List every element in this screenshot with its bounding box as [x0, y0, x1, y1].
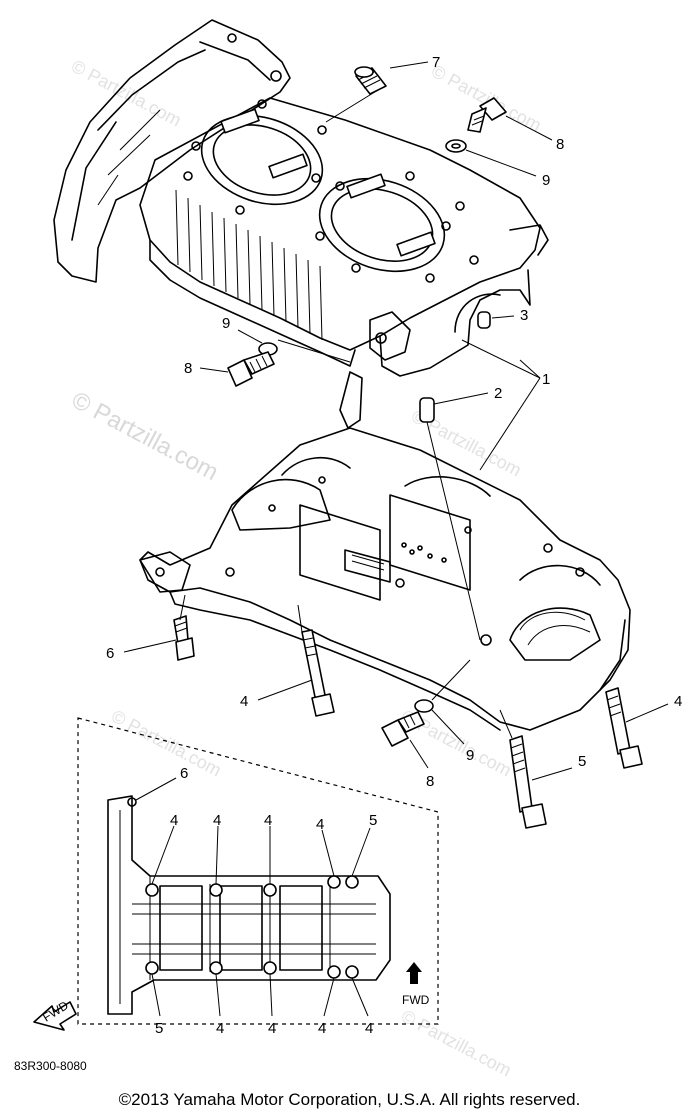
watermark-main: © Partzilla.com [67, 386, 222, 486]
part-8-bolt-lower [381, 711, 429, 769]
part-1-leader [461, 339, 541, 471]
watermark-repeat-6: © Partzilla.com [398, 1006, 514, 1081]
watermark-repeat-2: © Partzilla.com [428, 61, 544, 136]
part-7-plug [325, 61, 429, 123]
callout-5: 5 [578, 753, 586, 770]
inset-label-6: 6 [180, 765, 188, 782]
upper-crankcase [53, 19, 549, 377]
inset-label-4-d: 4 [316, 816, 324, 833]
inset-label-5-bottom: 5 [155, 1020, 163, 1037]
inset-top-labels: 6 4 4 4 4 5 [170, 765, 377, 833]
bolt-pattern-inset: 6 4 4 4 4 5 5 4 4 4 4 FWD FWD [33, 717, 439, 1037]
inset-label-4-b: 4 [213, 812, 221, 829]
fwd-block-arrow-icon: FWD [33, 998, 77, 1031]
inset-label-4-c: 4 [264, 812, 272, 829]
part-9-washer-mid [237, 329, 351, 363]
callout-4-left: 4 [240, 693, 248, 710]
fwd-up-arrow-icon: FWD [402, 962, 430, 1007]
copyright-notice: ©2013 Yamaha Motor Corporation, U.S.A. A… [118, 1090, 581, 1109]
callout-7: 7 [432, 54, 440, 71]
inset-label-4-f: 4 [268, 1020, 276, 1037]
lower-case-holes [225, 476, 585, 646]
part-2-dowel [419, 392, 489, 641]
callout-3: 3 [520, 307, 528, 324]
fwd-label: FWD [402, 993, 430, 1007]
drawing-code: 83R300-8080 [14, 1059, 87, 1073]
callout-8-mid: 8 [184, 360, 192, 377]
part-4-bolt-right [605, 687, 669, 769]
callout-4-right: 4 [674, 693, 682, 710]
inset-bottom-labels: 5 4 4 4 4 [155, 1020, 373, 1037]
part-3-dowel [477, 311, 515, 329]
watermarks: © Partzilla.com © Partzilla.com © Partzi… [67, 56, 544, 1081]
callout-2: 2 [494, 385, 502, 402]
callout-9-lower: 9 [466, 747, 474, 764]
inset-bolt-holes [145, 875, 359, 979]
callout-8-upper: 8 [556, 136, 564, 153]
inset-label-5: 5 [369, 812, 377, 829]
inset-label-4-h: 4 [365, 1020, 373, 1037]
callout-6: 6 [106, 645, 114, 662]
inset-label-4-e: 4 [216, 1020, 224, 1037]
inset-label-4-a: 4 [170, 812, 178, 829]
part-6-bolt [123, 594, 195, 661]
watermark-repeat-4: © Partzilla.com [108, 706, 224, 781]
callout-9-mid: 9 [222, 315, 230, 332]
inset-label-4-g: 4 [318, 1020, 326, 1037]
part-9-washer-upper [445, 139, 537, 177]
deck-bolt-holes [183, 99, 479, 283]
callout-8-lower: 8 [426, 773, 434, 790]
part-4-bolt-left [257, 604, 335, 717]
lower-crankcase [139, 371, 631, 731]
part-9-washer-lower [414, 659, 471, 745]
callout-9-upper: 9 [542, 172, 550, 189]
part-8-bolt-upper [467, 97, 553, 141]
part-5-bolt [499, 709, 573, 829]
inset-leaders [135, 777, 371, 1017]
callouts: 7 8 9 3 9 8 1 2 6 4 4 9 5 8 [106, 54, 682, 790]
callout-1: 1 [542, 371, 550, 388]
part-8-bolt-mid [199, 351, 275, 387]
watermark-repeat-1: © Partzilla.com [68, 56, 184, 131]
